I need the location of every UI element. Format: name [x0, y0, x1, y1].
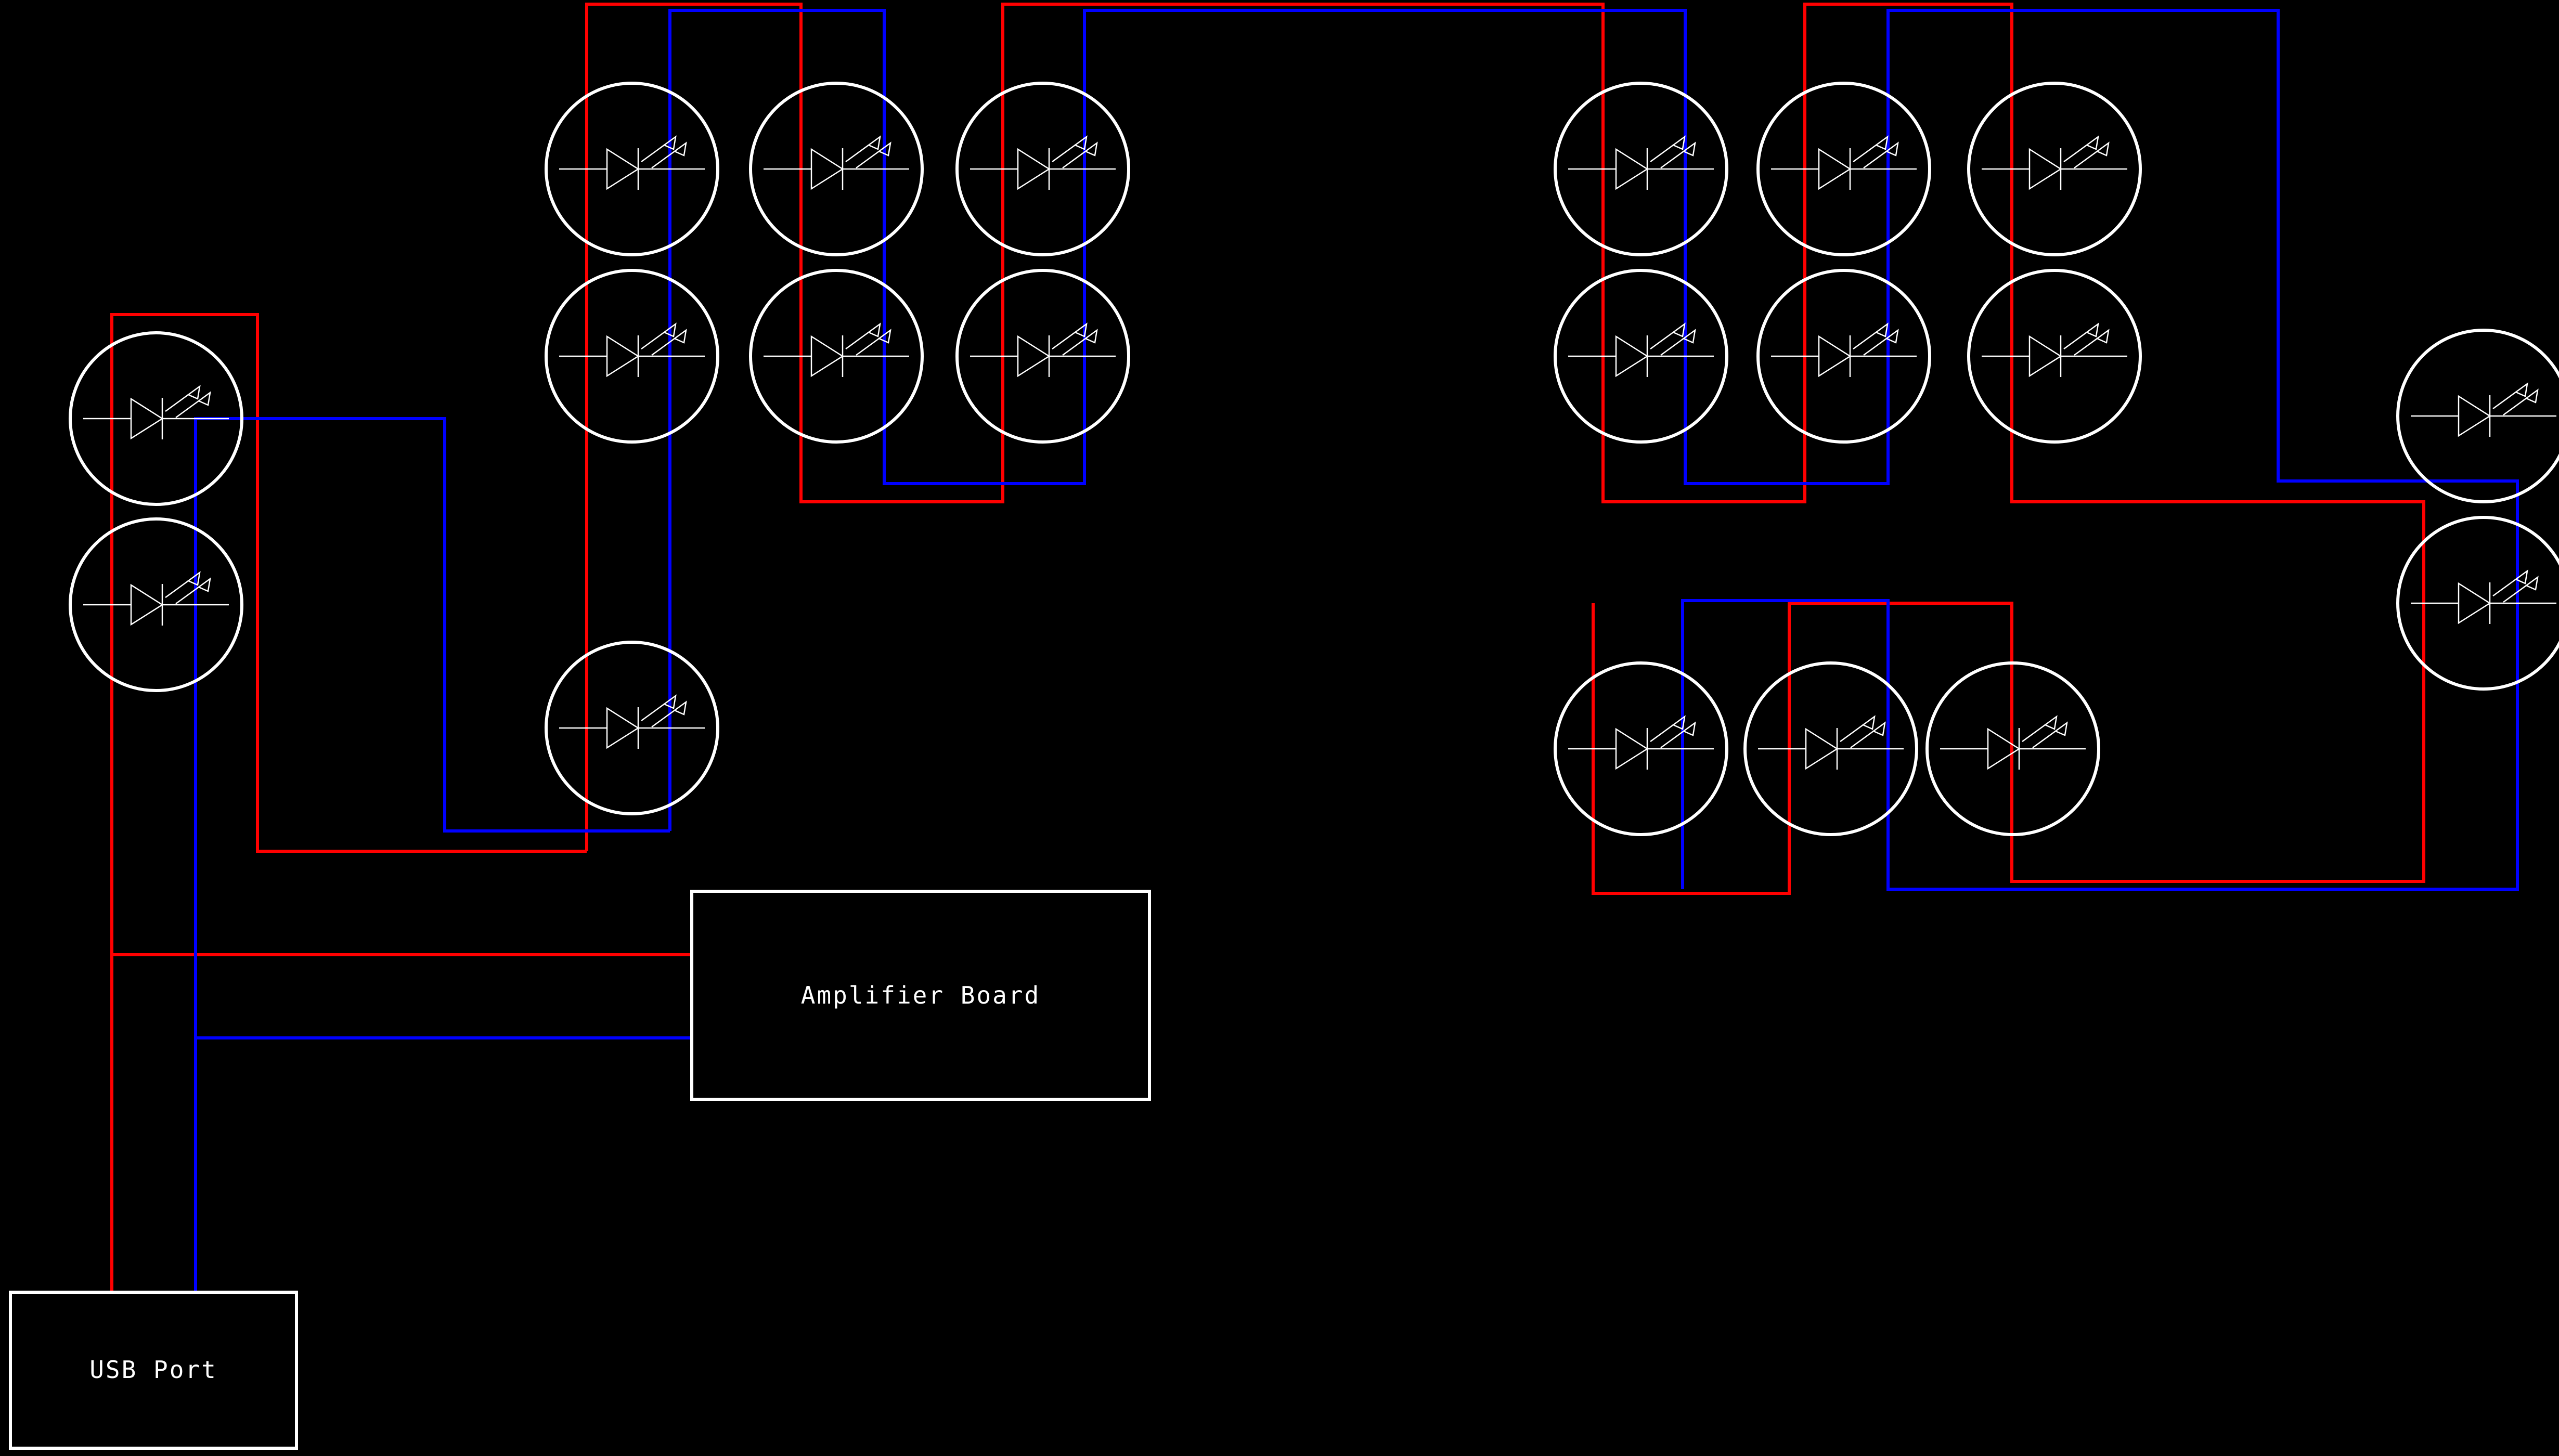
- led-indicator[interactable]: [955, 82, 1130, 256]
- amplifier-board-block[interactable]: Amplifier Board: [690, 890, 1151, 1101]
- led-body-circle: [545, 269, 719, 444]
- led-indicator[interactable]: [545, 641, 719, 815]
- led-body-circle: [1554, 82, 1728, 256]
- blue-wire-network: [194, 9, 2519, 1306]
- led-indicator[interactable]: [69, 331, 243, 506]
- led-diode-icon: [1981, 136, 2128, 191]
- led-diode-icon: [82, 385, 230, 440]
- led-body-circle: [749, 82, 924, 256]
- led-body-circle: [69, 517, 243, 692]
- led-diode-icon: [558, 136, 706, 191]
- led-body-circle: [1756, 269, 1931, 444]
- blue-wire-led-chain: [668, 9, 2519, 891]
- led-diode-icon: [1770, 323, 1918, 378]
- led-indicator[interactable]: [1554, 82, 1728, 256]
- led-indicator[interactable]: [1967, 82, 2142, 256]
- led-body-circle: [545, 82, 719, 256]
- led-indicator[interactable]: [545, 269, 719, 444]
- led-body-circle: [1756, 82, 1931, 256]
- red-wire-led-chain: [585, 3, 2425, 895]
- led-body-circle: [2396, 329, 2559, 503]
- led-diode-icon: [969, 136, 1117, 191]
- led-diode-icon: [2410, 383, 2557, 438]
- led-indicator[interactable]: [2396, 329, 2559, 503]
- led-diode-icon: [558, 323, 706, 378]
- led-diode-icon: [2410, 570, 2557, 625]
- led-indicator[interactable]: [1756, 269, 1931, 444]
- led-body-circle: [1925, 661, 2100, 836]
- led-diode-icon: [82, 571, 230, 627]
- led-indicator[interactable]: [749, 269, 924, 444]
- amplifier-board-label: Amplifier Board: [801, 981, 1040, 1009]
- led-diode-icon: [1981, 323, 2128, 378]
- led-body-circle: [2396, 516, 2559, 691]
- led-body-circle: [1743, 661, 1918, 836]
- led-indicator[interactable]: [545, 82, 719, 256]
- led-body-circle: [955, 269, 1130, 444]
- led-body-circle: [749, 269, 924, 444]
- led-diode-icon: [1567, 716, 1715, 771]
- amplifier-board-outline[interactable]: [690, 890, 1151, 1101]
- led-indicator[interactable]: [1925, 661, 2100, 836]
- led-body-circle: [1554, 661, 1728, 836]
- led-body-circle: [69, 331, 243, 506]
- led-diode-icon: [1770, 136, 1918, 191]
- led-body-circle: [1967, 82, 2142, 256]
- led-indicator[interactable]: [1743, 661, 1918, 836]
- led-indicator[interactable]: [2396, 516, 2559, 691]
- led-indicator[interactable]: [1554, 269, 1728, 444]
- led-body-circle: [545, 641, 719, 815]
- led-indicator[interactable]: [1756, 82, 1931, 256]
- usb-port-label: USB Port: [89, 1356, 217, 1384]
- led-indicator[interactable]: [69, 517, 243, 692]
- usb-port-block[interactable]: USB Port: [9, 1291, 298, 1450]
- led-layer: [69, 82, 2559, 836]
- led-diode-icon: [1757, 716, 1905, 771]
- led-diode-icon: [1567, 323, 1715, 378]
- led-diode-icon: [558, 695, 706, 750]
- led-body-circle: [955, 82, 1130, 256]
- usb-port-outline[interactable]: [9, 1291, 298, 1450]
- led-body-circle: [1554, 269, 1728, 444]
- blue-wire-usb-trunk: [194, 417, 670, 1306]
- led-body-circle: [1967, 269, 2142, 444]
- led-indicator[interactable]: [1554, 661, 1728, 836]
- led-diode-icon: [969, 323, 1117, 378]
- red-wire-usb-trunk: [110, 313, 587, 1306]
- red-wire-network: [110, 3, 2425, 1306]
- led-diode-icon: [762, 323, 910, 378]
- led-diode-icon: [762, 136, 910, 191]
- led-indicator[interactable]: [955, 269, 1130, 444]
- led-indicator[interactable]: [1967, 269, 2142, 444]
- led-diode-icon: [1567, 136, 1715, 191]
- led-indicator[interactable]: [749, 82, 924, 256]
